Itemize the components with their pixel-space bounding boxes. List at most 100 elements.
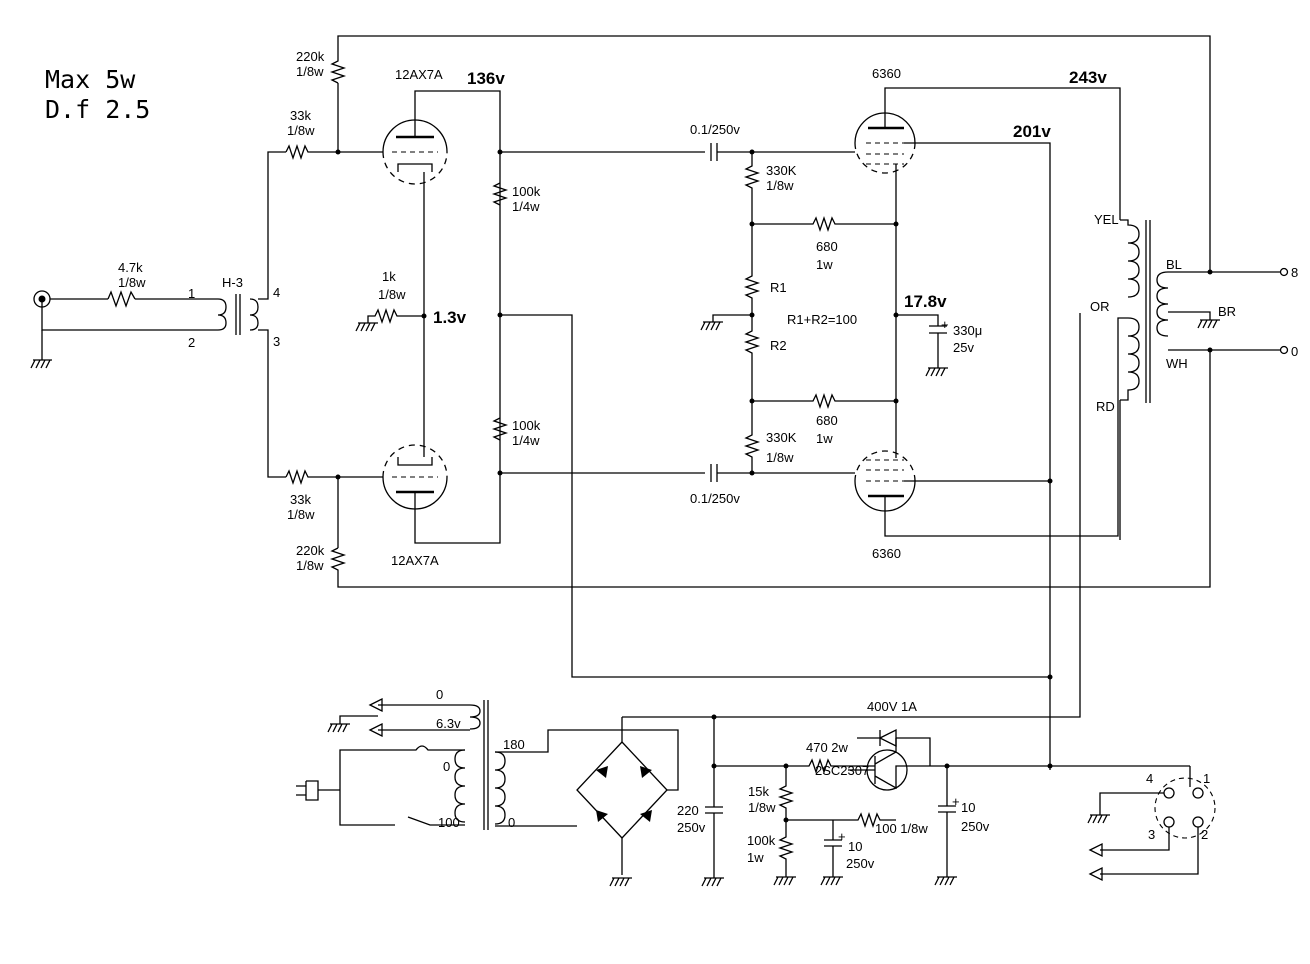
power-transformer <box>339 700 622 830</box>
r100k-psu-watt: 1w <box>747 850 764 865</box>
connector-pin-2: 2 <box>1201 827 1208 842</box>
c220-volt: 250v <box>677 820 706 835</box>
r220k-upper-label: 220k <box>296 49 325 64</box>
cap-plus: + <box>941 317 949 332</box>
ot-wh: WH <box>1166 356 1188 371</box>
r-sum-label: R1+R2=100 <box>787 312 857 327</box>
power-connector <box>1087 766 1216 882</box>
primary-tap-100: 100 <box>438 815 460 830</box>
tube-lower-label: 12AX7A <box>391 553 439 568</box>
voltage-201: 201v <box>1013 122 1051 141</box>
c10a-volt: 250v <box>846 856 875 871</box>
ot-or: OR <box>1090 299 1110 314</box>
cathode-cap-label: 330μ <box>953 323 982 338</box>
primary-tap-0: 0 <box>443 759 450 774</box>
cap-plus-c10b: + <box>952 794 960 809</box>
ground-symbol-input <box>30 359 52 369</box>
r100k-upper-watt: 1/4w <box>512 199 540 214</box>
r33k-upper-watt: 1/8w <box>287 123 315 138</box>
ot-yel: YEL <box>1094 212 1119 227</box>
r680-lower-label: 680 <box>816 413 838 428</box>
r33k-upper-label: 33k <box>290 108 311 123</box>
output-transformer <box>1120 219 1211 403</box>
coupling-cap-upper-label: 0.1/250v <box>690 122 740 137</box>
r1k-watt: 1/8w <box>378 287 406 302</box>
ot-rd: RD <box>1096 399 1115 414</box>
ground-symbol-cathode-cap <box>925 367 948 377</box>
max-power-label: Max 5w <box>45 65 136 94</box>
r33k-lower-label: 33k <box>290 492 311 507</box>
heater-tap-6v3: 6.3v <box>436 716 461 731</box>
tube-6360-lower <box>854 317 1128 537</box>
connector-pin-3: 3 <box>1148 827 1155 842</box>
out-8-ohm: 8 <box>1291 265 1298 280</box>
tube-upper-label: 12AX7A <box>395 67 443 82</box>
resistor-33k-lower <box>285 468 383 486</box>
c220-label: 220 <box>677 803 699 818</box>
r-in-watt-label: 1/8w <box>118 275 146 290</box>
r330k-upper-label: 330K <box>766 163 797 178</box>
tube-6360-upper <box>854 87 1121 770</box>
rectifier-rating: 400V 1A <box>867 699 917 714</box>
secondary-tap-0: 0 <box>508 815 515 830</box>
c10b-volt: 250v <box>961 819 990 834</box>
voltage-1-3: 1.3v <box>433 308 467 327</box>
resistor-4k7 <box>107 290 136 308</box>
tube-12ax7a-upper <box>382 90 501 473</box>
h3-pin-3: 3 <box>273 334 280 349</box>
r330k-upper-watt: 1/8w <box>766 178 794 193</box>
h3-label: H-3 <box>222 275 243 290</box>
heater-outputs <box>327 697 470 738</box>
r220k-lower-label: 220k <box>296 543 325 558</box>
r680-upper-label: 680 <box>816 239 838 254</box>
r15k-watt: 1/8w <box>748 800 776 815</box>
h3-transformer <box>217 294 259 335</box>
r2-label: R2 <box>770 338 787 353</box>
h3-pin-1: 1 <box>188 286 195 301</box>
r100k-lower-label: 100k <box>512 418 541 433</box>
ot-br: BR <box>1218 304 1236 319</box>
secondary-tap-180: 180 <box>503 737 525 752</box>
voltage-243: 243v <box>1069 68 1107 87</box>
r100k-psu-label: 100k <box>747 833 776 848</box>
r1-label: R1 <box>770 280 787 295</box>
h3-pin-2: 2 <box>188 335 195 350</box>
r1k-label: 1k <box>382 269 396 284</box>
r15k-label: 15k <box>748 784 769 799</box>
connector-pin-1: 1 <box>1203 771 1210 786</box>
bridge-rectifier <box>576 717 679 887</box>
r680-upper-watt: 1w <box>816 257 833 272</box>
tube-12ax7a-lower <box>382 444 501 544</box>
transistor-2sc2307 <box>848 728 950 791</box>
r330k-lower-watt: 1/8w <box>766 450 794 465</box>
damping-factor-label: D.f 2.5 <box>45 95 150 124</box>
cap-plus-c10a: + <box>838 829 846 844</box>
r100k-upper-label: 100k <box>512 184 541 199</box>
coupling-cap-lower-label: 0.1/250v <box>690 491 740 506</box>
r33k-lower-watt: 1/8w <box>287 507 315 522</box>
r220k-lower-watt: 1/8w <box>296 558 324 573</box>
r470-label: 470 2w <box>806 740 849 755</box>
ot-bl: BL <box>1166 257 1182 272</box>
r100-label: 100 1/8w <box>875 821 928 836</box>
resistor-33k-upper <box>285 143 383 161</box>
heater-tap-0: 0 <box>436 687 443 702</box>
c10a-label: 10 <box>848 839 862 854</box>
tube-6360-upper-label: 6360 <box>872 66 901 81</box>
ground-symbol-cathode <box>355 322 378 332</box>
power-plug <box>296 780 340 801</box>
h3-pin-4: 4 <box>273 285 280 300</box>
cathode-cap-volt: 25v <box>953 340 974 355</box>
r680-lower-watt: 1w <box>816 431 833 446</box>
out-0: 0 <box>1291 344 1298 359</box>
r220k-upper-watt: 1/8w <box>296 64 324 79</box>
transistor-label: 2SC2307 <box>815 763 869 778</box>
voltage-17-8: 17.8v <box>904 292 947 311</box>
connector-pin-4: 4 <box>1146 771 1153 786</box>
r330k-lower-label: 330K <box>766 430 797 445</box>
ground-symbol-ot <box>1197 319 1220 329</box>
r100k-lower-watt: 1/4w <box>512 433 540 448</box>
r-in-label: 4.7k <box>118 260 143 275</box>
ground-symbol-bias <box>700 321 723 331</box>
